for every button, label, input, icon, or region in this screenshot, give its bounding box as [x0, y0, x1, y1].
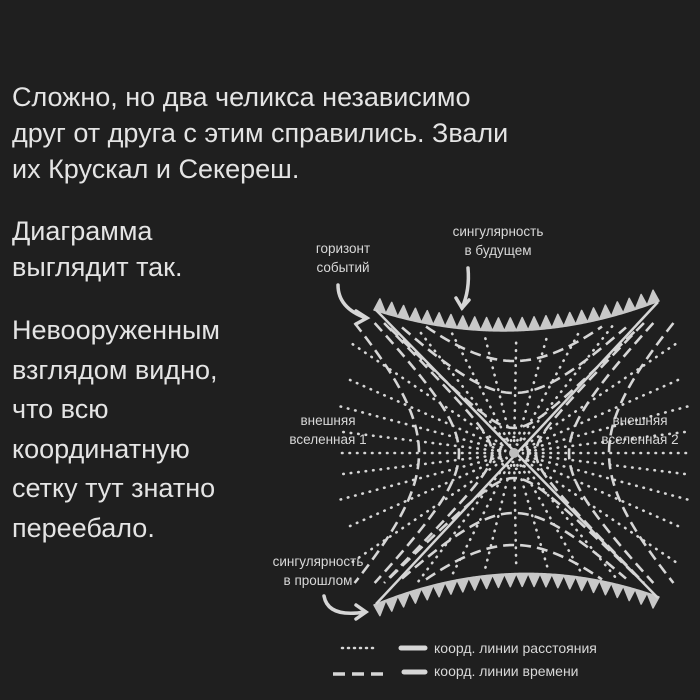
distance-coordinate-line — [522, 319, 618, 441]
intro-paragraph: Сложно, но два челикса независимо друг о… — [12, 79, 508, 187]
label-future-singularity: сингулярность — [453, 224, 544, 239]
time-coordinate-line — [607, 322, 675, 584]
label-past-singularity: в прошлом — [284, 573, 353, 588]
text-line: их Крускал и Секереш. — [12, 154, 300, 184]
distance-coordinate-line — [519, 328, 582, 442]
center-dotted-circle — [496, 435, 532, 471]
distance-coordinate-line — [519, 464, 582, 573]
distance-coordinate-line — [526, 455, 691, 502]
distance-coordinate-line — [483, 335, 513, 443]
label-exterior-universe-2: внешняя — [612, 413, 667, 428]
arrow-head-icon — [354, 309, 371, 326]
label-future-singularity: в будущем — [464, 243, 531, 258]
distance-coordinate-line — [516, 463, 549, 570]
distance-coordinate-line — [337, 430, 502, 453]
text-line: координатную — [12, 433, 190, 464]
distance-coordinate-line — [346, 339, 504, 447]
text-line: выглядит так. — [12, 252, 183, 282]
distance-coordinate-line — [525, 377, 682, 449]
diagram-intro-paragraph: Диаграмма выглядит так. — [12, 213, 182, 285]
distance-coordinate-line — [415, 465, 506, 586]
text-line: Невооруженным — [12, 315, 220, 345]
text-line: сетку тут знатно — [12, 473, 216, 503]
distance-coordinate-line — [512, 335, 518, 443]
label-event-horizon: горизонт — [316, 241, 370, 256]
label-exterior-universe-1: внешняя — [300, 413, 355, 428]
distance-coordinate-line — [346, 457, 503, 529]
distance-coordinate-line — [512, 463, 518, 569]
center-dotted-circle — [503, 442, 525, 464]
text-line: Сложно, но два челикса независимо — [12, 82, 471, 112]
text-line: друг от друга с этим справились. Звали — [12, 118, 509, 148]
distance-coordinate-line — [450, 464, 510, 577]
legend: коорд. линии расстояния коорд. линии вре… — [333, 640, 597, 679]
arrow-past-singularity — [322, 594, 367, 615]
text-line: взглядом видно, — [12, 354, 218, 385]
text-line: переебало. — [12, 512, 155, 543]
label-past-singularity: сингулярность — [273, 554, 364, 569]
label-exterior-universe-2: вселенная 2 — [601, 432, 678, 447]
time-coordinate-line — [373, 322, 461, 584]
distance-coordinate-line — [450, 332, 510, 442]
singularities — [373, 289, 660, 617]
time-coordinate-line — [389, 476, 639, 579]
future-singularity — [373, 289, 660, 332]
distance-coordinate-line — [525, 457, 682, 529]
distance-coordinate-line — [337, 455, 502, 502]
legend-label-distance: коорд. линии расстояния — [434, 640, 597, 656]
time-coordinate-line — [425, 543, 603, 581]
time-coordinate-line — [353, 322, 421, 584]
distance-coordinate-line — [483, 463, 513, 572]
past-singularity — [373, 572, 660, 617]
time-coordinate-line — [567, 322, 655, 584]
text-line: Диаграмма — [12, 216, 153, 246]
distance-coordinate-line — [522, 464, 618, 580]
time-coordinate-line — [389, 327, 639, 430]
distance-coordinate-line — [526, 404, 691, 451]
observation-paragraph: Невооруженным взглядом видно, что всю ко… — [12, 311, 220, 548]
label-event-horizon: событий — [316, 260, 369, 275]
legend-label-time: коорд. линии времени — [434, 663, 579, 679]
distance-coordinate-line — [415, 326, 506, 442]
distance-coordinate-line — [346, 459, 504, 567]
time-coordinate-line — [383, 322, 494, 584]
distance-coordinate-line — [337, 404, 502, 451]
time-coordinate-line — [425, 325, 603, 363]
distance-coordinate-line — [524, 459, 682, 567]
distance-coordinate-line — [526, 430, 691, 453]
distance-coordinate-line — [526, 453, 691, 476]
distance-coordinate-line — [337, 453, 502, 476]
distance-coordinate-line — [346, 377, 503, 449]
bifurcation-point — [509, 448, 519, 458]
arrow-head-icon — [354, 603, 370, 621]
label-exterior-universe-1: вселенная 1 — [289, 432, 366, 447]
arrow-head-icon — [454, 296, 471, 311]
text-line: что всю — [12, 394, 109, 424]
distance-coordinate-line — [524, 339, 682, 447]
